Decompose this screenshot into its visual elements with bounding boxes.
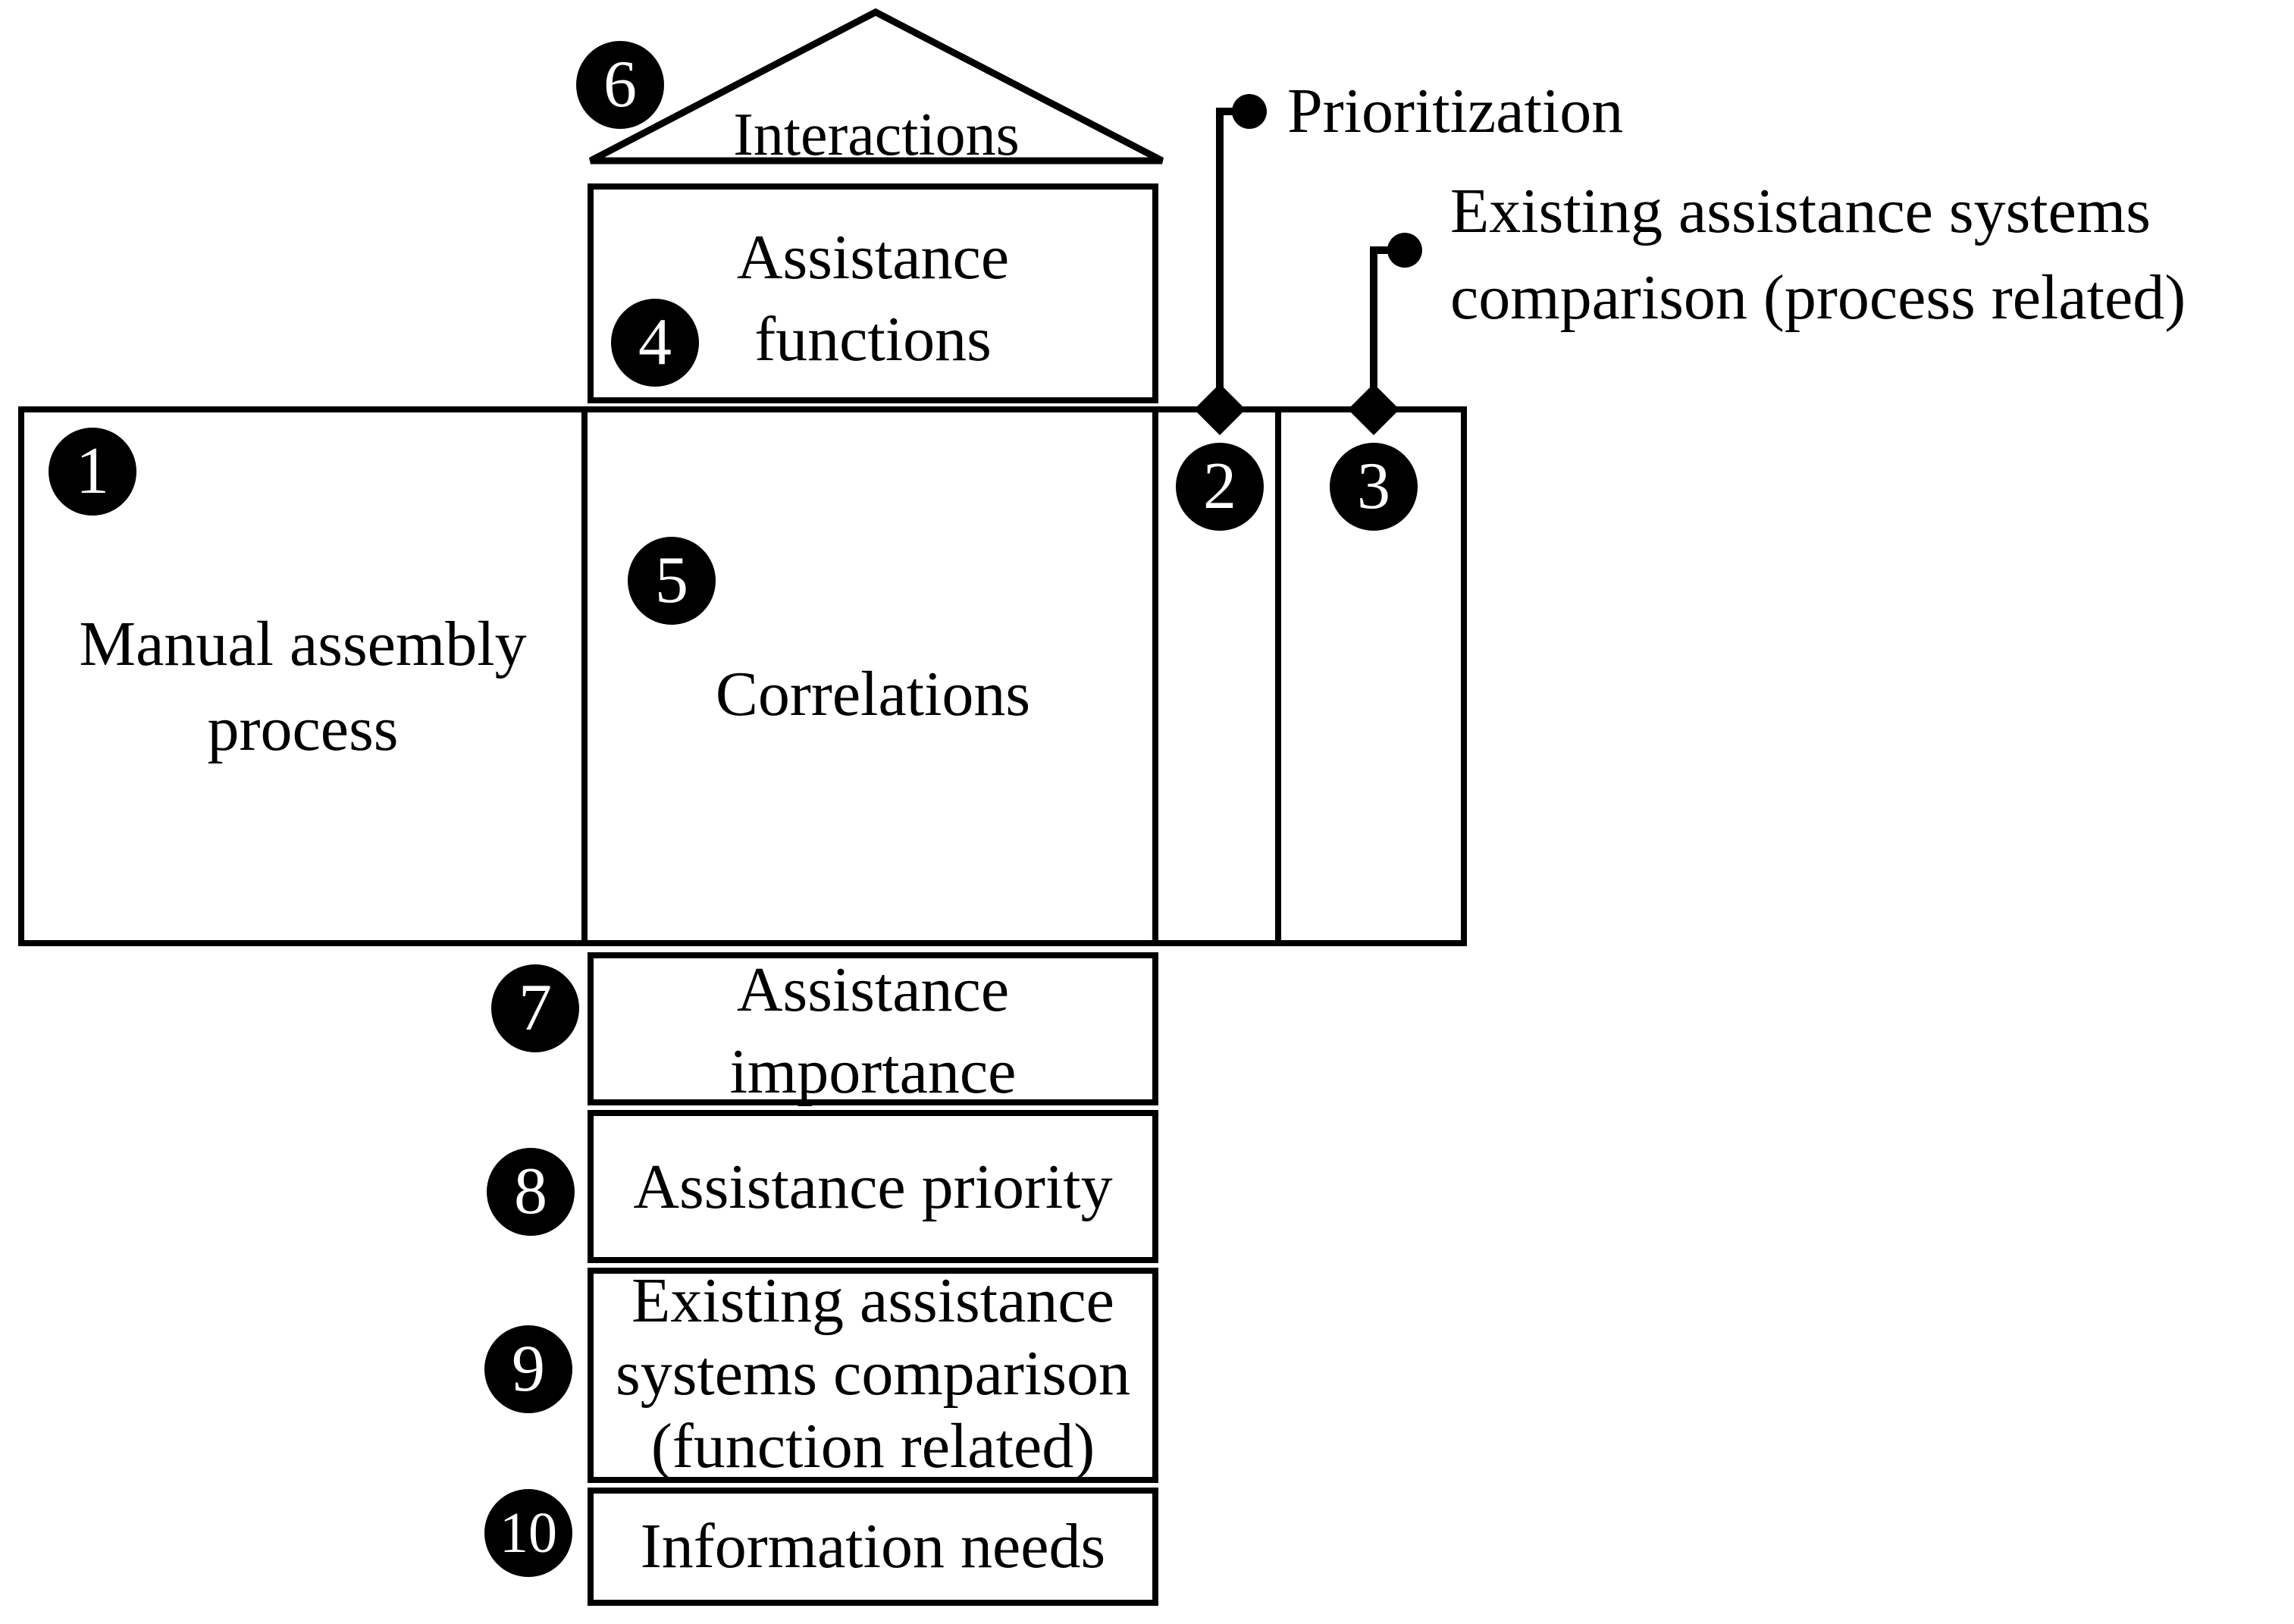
- badge-10: 10: [484, 1489, 572, 1577]
- assistance-importance-label: Assistance importance: [729, 955, 1017, 1107]
- existing-function-box: [588, 1268, 1158, 1483]
- interactions-label: Interactions: [733, 102, 1020, 168]
- correlations-box: [588, 406, 1158, 946]
- badge-5: 5: [628, 537, 716, 625]
- badge-3: 3: [1330, 443, 1418, 531]
- existing-function-label: Existing assistance systems comparison (…: [616, 1265, 1130, 1481]
- prioritization-label: Prioritization: [1287, 76, 1624, 146]
- information-needs-label: Information needs: [640, 1511, 1106, 1582]
- badge-2: 2: [1176, 443, 1264, 531]
- badge-4: 4: [611, 299, 699, 387]
- information-needs-box: [588, 1488, 1158, 1606]
- assistance-priority-box: [588, 1110, 1158, 1263]
- existing-process-label: Existing assistance systems comparison (…: [1450, 176, 2186, 333]
- badge-1: 1: [49, 428, 136, 516]
- assistance-importance-box: [588, 952, 1158, 1105]
- correlations-label: Correlations: [715, 659, 1031, 729]
- assistance-priority-label: Assistance priority: [633, 1152, 1113, 1222]
- badge-9: 9: [484, 1325, 572, 1413]
- badge-7: 7: [491, 964, 579, 1052]
- badge-8: 8: [487, 1148, 575, 1236]
- manual-assembly-label: Manual assembly process: [79, 609, 527, 764]
- badge-6: 6: [576, 41, 664, 129]
